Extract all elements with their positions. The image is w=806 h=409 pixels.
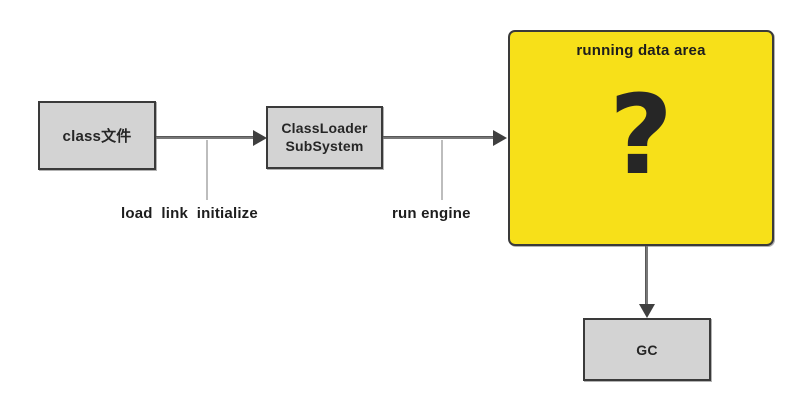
question-mark-icon: ? bbox=[609, 71, 673, 199]
arrow-right-icon bbox=[253, 130, 267, 146]
caption-load-link-initialize: load link initialize bbox=[121, 205, 258, 222]
leader-line-load-link-initialize bbox=[206, 140, 208, 200]
node-classloader-subsystem[interactable]: ClassLoader SubSystem bbox=[266, 106, 383, 169]
node-classloader-subsystem-label: ClassLoader SubSystem bbox=[281, 120, 367, 156]
leader-line-run-engine bbox=[441, 140, 443, 200]
node-gc[interactable]: GC bbox=[583, 318, 711, 381]
edge-class-to-classloader-line bbox=[156, 136, 255, 139]
node-classloader-line2: SubSystem bbox=[285, 137, 364, 154]
node-running-data-area-title: running data area bbox=[576, 42, 706, 59]
edge-runtime-to-gc-line bbox=[645, 246, 648, 308]
node-class-file-label: class文件 bbox=[62, 128, 132, 145]
node-classloader-line1: ClassLoader bbox=[281, 119, 368, 136]
edge-classloader-to-runtime-line bbox=[383, 136, 495, 139]
arrow-down-icon bbox=[639, 304, 655, 318]
node-gc-label: GC bbox=[636, 341, 658, 358]
node-class-file[interactable]: class文件 bbox=[38, 101, 156, 170]
node-running-data-area[interactable]: running data area ? bbox=[508, 30, 774, 246]
arrow-right-icon bbox=[493, 130, 507, 146]
caption-run-engine: run engine bbox=[392, 205, 471, 222]
